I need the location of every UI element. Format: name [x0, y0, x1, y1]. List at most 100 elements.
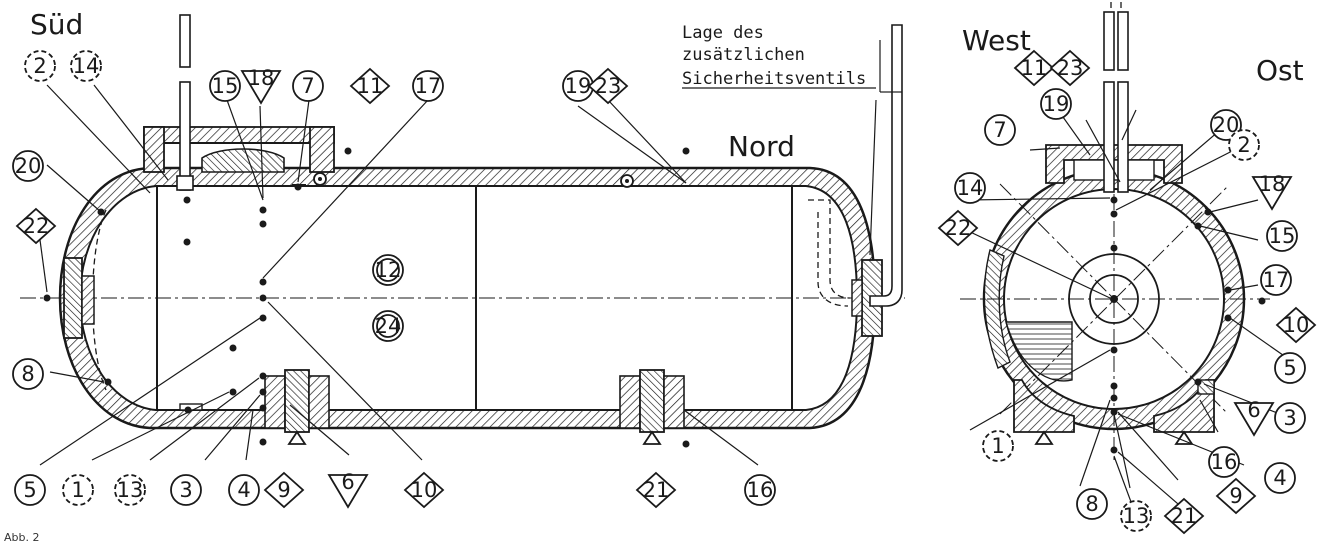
side-marker-9-diamond: 9 — [263, 471, 305, 509]
end-marker-2-dashed-circle: 2 — [1228, 129, 1260, 161]
side-marker-15-circle: 15 — [209, 70, 241, 102]
end-marker-20-circle: 20 — [1210, 109, 1242, 141]
end-marker-label: 7 — [993, 118, 1006, 142]
side-marker-13-dashed-circle: 13 — [114, 474, 146, 506]
side-marker-label: 13 — [117, 478, 144, 502]
side-marker-23-diamond: 23 — [587, 67, 629, 105]
end-saddle-left — [1013, 379, 1075, 433]
end-marker-13-dashed-circle: 13 — [1120, 500, 1152, 532]
title-west: West — [962, 24, 1031, 57]
end-marker-label: 2 — [1237, 133, 1250, 157]
title-east: Ost — [1256, 54, 1304, 87]
side-marker-label: 1 — [71, 478, 84, 502]
end-marker-label: 11 — [1021, 56, 1048, 80]
end-marker-label: 5 — [1283, 356, 1296, 380]
end-marker-label: 15 — [1269, 224, 1296, 248]
side-marker-label: 9 — [277, 478, 290, 502]
end-marker-label: 6 — [1247, 398, 1260, 422]
side-marker-11-diamond: 11 — [349, 67, 391, 105]
side-marker-label: 3 — [179, 478, 192, 502]
end-marker-label: 16 — [1211, 450, 1238, 474]
end-marker-5-circle: 5 — [1274, 352, 1306, 384]
side-marker-19-circle: 19 — [562, 70, 594, 102]
side-marker-label: 11 — [357, 74, 384, 98]
side-marker-21-diamond: 21 — [635, 471, 677, 509]
side-marker-label: 18 — [248, 66, 275, 90]
side-marker-7-circle: 7 — [292, 70, 324, 102]
side-marker-22-diamond: 22 — [15, 207, 57, 245]
side-marker-label: 19 — [565, 74, 592, 98]
end-marker-23-diamond: 23 — [1049, 49, 1091, 87]
end-marker-label: 22 — [945, 216, 972, 240]
side-marker-8-circle: 8 — [12, 358, 44, 390]
side-marker-label: 17 — [415, 74, 442, 98]
side-marker-20-circle: 20 — [12, 150, 44, 182]
safety-valve-pipe — [869, 24, 903, 307]
end-marker-label: 23 — [1057, 56, 1084, 80]
saddle-south — [264, 369, 330, 445]
side-marker-label: 6 — [341, 470, 354, 494]
end-view — [960, 2, 1291, 511]
end-marker-label: 10 — [1283, 313, 1310, 337]
end-marker-19-circle: 19 — [1040, 88, 1072, 120]
side-marker-2-dashed-circle: 2 — [24, 50, 56, 82]
end-marker-4-circle: 4 — [1264, 462, 1296, 494]
end-marker-label: 14 — [957, 176, 984, 200]
end-marker-9-diamond: 9 — [1215, 477, 1257, 515]
end-marker-label: 18 — [1259, 172, 1286, 196]
side-marker-18-triangle: 18 — [240, 66, 282, 105]
side-marker-label: 8 — [21, 362, 34, 386]
side-marker-14-dashed-circle: 14 — [70, 50, 102, 82]
end-marker-label: 1 — [991, 434, 1004, 458]
side-marker-10-diamond: 10 — [403, 471, 445, 509]
side-marker-label: 10 — [411, 478, 438, 502]
title-north: Nord — [728, 130, 795, 163]
end-marker-1-dashed-circle: 1 — [982, 430, 1014, 462]
end-marker-22-diamond: 22 — [937, 209, 979, 247]
side-marker-label: 7 — [301, 74, 314, 98]
end-marker-14-circle: 14 — [954, 172, 986, 204]
end-marker-label: 21 — [1171, 504, 1198, 528]
end-marker-label: 8 — [1085, 492, 1098, 516]
saddle-north — [619, 369, 685, 445]
dip-pipe-south — [176, 14, 194, 191]
side-marker-12-double-circle: 12 — [372, 254, 404, 286]
leader-lines — [39, 84, 877, 466]
side-marker-label: 20 — [15, 154, 42, 178]
end-marker-3-circle: 3 — [1274, 402, 1306, 434]
end-marker-21-diamond: 21 — [1163, 497, 1205, 535]
end-marker-label: 19 — [1043, 92, 1070, 116]
side-marker-label: 4 — [237, 478, 250, 502]
side-view — [20, 14, 905, 466]
title-south: Süd — [30, 8, 83, 41]
side-marker-label: 21 — [643, 478, 670, 502]
side-marker-label: 24 — [375, 314, 402, 338]
side-marker-24-double-circle: 24 — [372, 310, 404, 342]
safety-valve-note-line-3: Sicherheitsventils — [682, 69, 866, 89]
safety-valve-note-line-1: Lage des — [682, 23, 764, 43]
figure-caption: Abb. 2 — [4, 531, 39, 544]
side-marker-label: 12 — [375, 258, 402, 282]
end-marker-label: 13 — [1123, 504, 1150, 528]
side-marker-6-triangle: 6 — [327, 470, 369, 509]
side-marker-label: 23 — [595, 74, 622, 98]
side-marker-label: 15 — [212, 74, 239, 98]
end-marker-18-triangle: 18 — [1251, 172, 1293, 211]
end-marker-8-circle: 8 — [1076, 488, 1108, 520]
south-end-flange — [63, 257, 83, 339]
tank-shell-inner — [78, 185, 859, 411]
end-marker-16-circle: 16 — [1208, 446, 1240, 478]
side-marker-4-circle: 4 — [228, 474, 260, 506]
side-marker-3-circle: 3 — [170, 474, 202, 506]
safety-valve-note-line-2: zusätzlichen — [682, 45, 805, 65]
side-marker-5-circle: 5 — [14, 474, 46, 506]
end-marker-7-circle: 7 — [984, 114, 1016, 146]
side-marker-16-circle: 16 — [744, 474, 776, 506]
end-marker-15-circle: 15 — [1266, 220, 1298, 252]
measurement-points — [43, 147, 690, 448]
end-marker-10-diamond: 10 — [1275, 306, 1317, 344]
side-marker-1-dashed-circle: 1 — [62, 474, 94, 506]
